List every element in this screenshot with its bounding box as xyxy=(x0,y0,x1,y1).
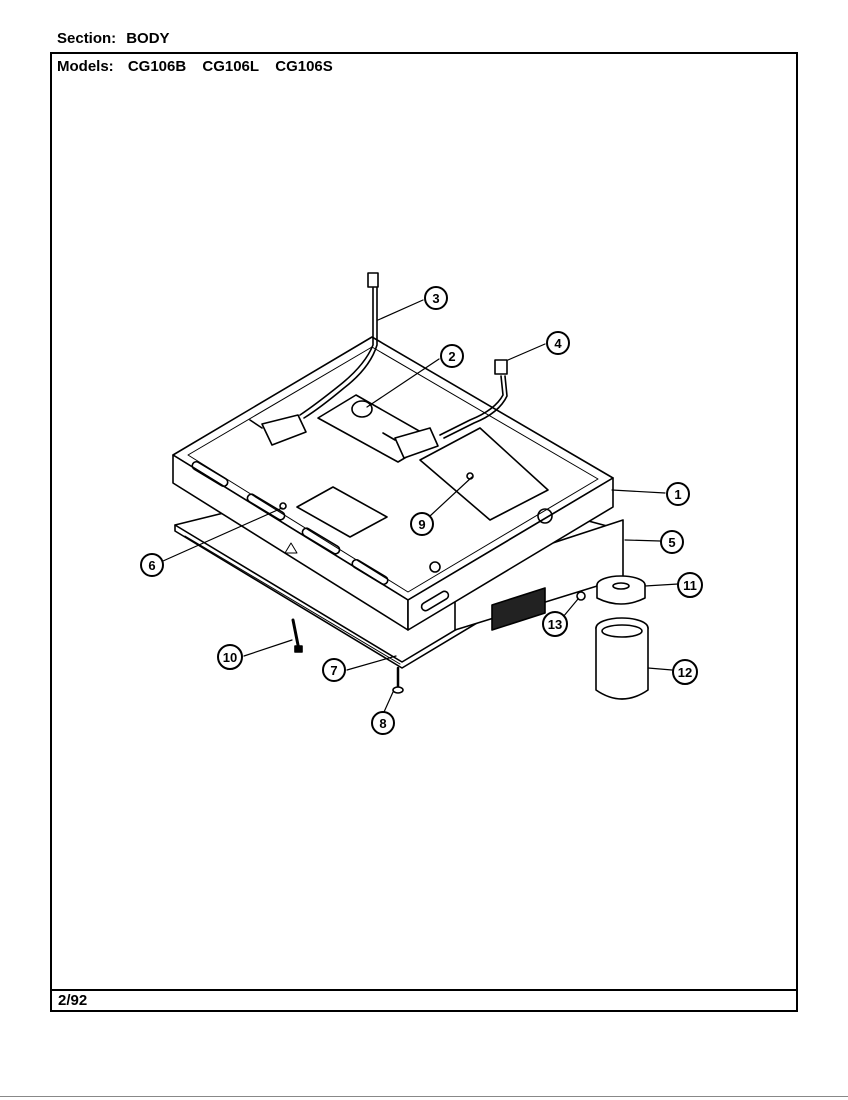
callout-4-label: 4 xyxy=(554,336,562,351)
callout-1: 1 xyxy=(666,482,690,506)
callout-2: 2 xyxy=(440,344,464,368)
callout-7: 7 xyxy=(322,658,346,682)
callout-5: 5 xyxy=(660,530,684,554)
callout-7-label: 7 xyxy=(330,663,337,678)
callout-13: 13 xyxy=(542,611,568,637)
callout-12-label: 12 xyxy=(678,665,692,680)
model-number: CG106L xyxy=(202,58,260,75)
callout-9: 9 xyxy=(410,512,434,536)
callout-8-label: 8 xyxy=(379,716,386,731)
callout-11: 11 xyxy=(677,572,703,598)
section-label: Section: xyxy=(57,30,117,47)
callout-11-label: 11 xyxy=(683,578,697,593)
callout-9-label: 9 xyxy=(418,517,425,532)
section-value: BODY xyxy=(126,30,170,47)
callout-4: 4 xyxy=(546,331,570,355)
screws-drawing xyxy=(291,591,586,694)
model-number: CG106S xyxy=(275,58,333,75)
callout-12: 12 xyxy=(672,659,698,685)
callout-1-label: 1 xyxy=(674,487,681,502)
wiring-drawing xyxy=(249,272,508,459)
jar-drawing xyxy=(595,575,649,700)
callout-5-label: 5 xyxy=(668,535,675,550)
callout-6-label: 6 xyxy=(148,558,155,573)
revision-date: 2/92 xyxy=(58,992,88,1009)
callout-10: 10 xyxy=(217,644,243,670)
callout-13-label: 13 xyxy=(548,617,562,632)
model-number: CG106B xyxy=(127,58,187,75)
models-label: Models: xyxy=(57,58,114,75)
body-box-drawing xyxy=(172,336,614,631)
callout-8: 8 xyxy=(371,711,395,735)
section-header: Section: BODY xyxy=(57,30,170,47)
page-edge-line xyxy=(0,1096,848,1097)
callout-3: 3 xyxy=(424,286,448,310)
callout-2-label: 2 xyxy=(448,349,455,364)
callout-10-label: 10 xyxy=(223,650,237,665)
callout-6: 6 xyxy=(140,553,164,577)
callout-3-label: 3 xyxy=(432,291,439,306)
diagram-frame xyxy=(50,52,798,1012)
footer-divider xyxy=(50,989,798,991)
leader-lines xyxy=(162,299,679,713)
models-header: Models: CG106B CG106L CG106S xyxy=(57,58,345,75)
